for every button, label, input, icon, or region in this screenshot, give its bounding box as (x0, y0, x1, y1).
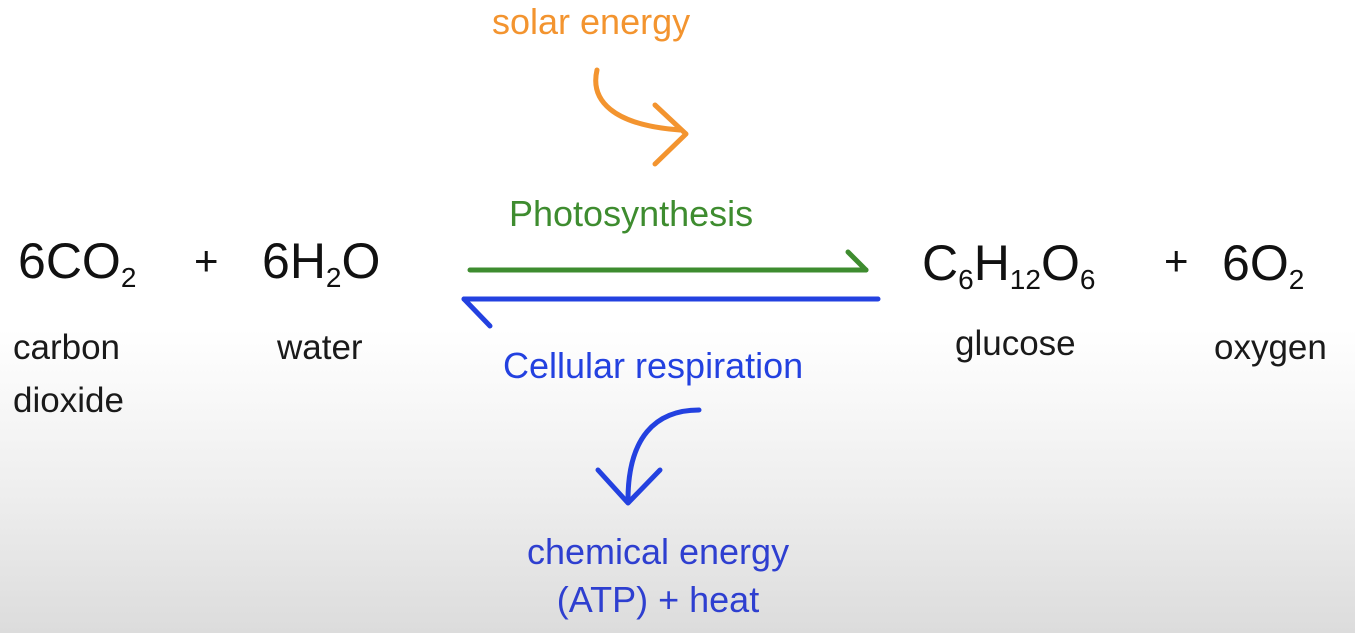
name-line: water (277, 328, 363, 367)
chemical-energy-label: chemical energy (ATP) + heat (500, 528, 816, 623)
subscript: 2 (120, 261, 137, 293)
long-arrow-right-icon (467, 249, 869, 273)
photosynthesis-label: Photosynthesis (509, 193, 754, 234)
plus-sign-products: + (1164, 237, 1189, 284)
chemical-energy-line-2: (ATP) + heat (556, 578, 760, 620)
element: C (922, 235, 959, 291)
curved-arrow-down-icon (595, 407, 702, 506)
subscript: 6 (958, 263, 974, 295)
solar-energy-label: solar energy (492, 1, 691, 42)
subscript: 2 (325, 261, 342, 293)
element: H (973, 235, 1010, 291)
long-arrow-left-icon (461, 296, 881, 329)
element: O (1040, 235, 1080, 291)
element: O (1249, 235, 1289, 291)
subscript: 2 (1288, 263, 1305, 295)
glucose-formula: C6H12O6 (922, 235, 1095, 293)
coefficient: 6 (18, 233, 46, 289)
element: O (81, 233, 121, 289)
water-label: water (277, 322, 363, 375)
curved-arrow-right-icon (593, 67, 689, 167)
cellular-respiration-label: Cellular respiration (503, 345, 804, 386)
coefficient: 6 (262, 233, 290, 289)
carbon-dioxide-formula: 6CO2 (18, 233, 136, 291)
water-formula: 6H2O (262, 233, 381, 291)
name-line: oxygen (1214, 328, 1327, 367)
name-line: carbon (13, 328, 121, 367)
glucose-label: glucose (955, 318, 1076, 371)
carbon-dioxide-label: carbon dioxide (13, 322, 124, 427)
oxygen-label: oxygen (1214, 322, 1327, 375)
name-line: dioxide (13, 380, 124, 420)
name-line: glucose (955, 324, 1076, 363)
element: O (341, 233, 381, 289)
plus-sign-reactants: + (194, 237, 219, 284)
chemical-energy-line-1: chemical energy (526, 531, 790, 572)
element: H (289, 233, 326, 289)
subscript: 6 (1079, 263, 1096, 295)
element: C (45, 233, 82, 289)
coefficient: 6 (1222, 235, 1250, 291)
oxygen-formula: 6O2 (1222, 235, 1304, 293)
subscript: 12 (1009, 263, 1041, 295)
